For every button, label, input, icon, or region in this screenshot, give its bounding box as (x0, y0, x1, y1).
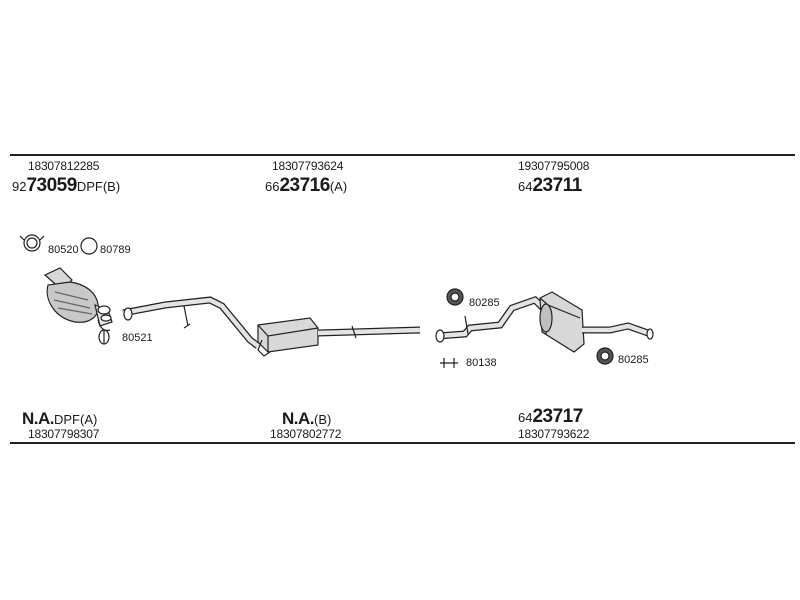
top-divider-line (10, 154, 795, 156)
top-part-1-code: 18307812285 (28, 159, 100, 173)
clamp-80285-label-b: 80285 (618, 354, 649, 366)
intermediate-pipe-icon (317, 325, 421, 339)
clamp-80285-icon-b (596, 347, 614, 365)
gasket-80789-icon (80, 237, 98, 255)
bottom-part-3-number: 6423717 (518, 406, 583, 427)
dpf-catalyst-icon (43, 267, 113, 332)
gasket-80521-icon (98, 329, 110, 345)
rear-pipe-icon (435, 295, 548, 343)
center-muffler-icon (257, 317, 319, 357)
rear-muffler-icon (539, 291, 585, 353)
hanger-80138-label: 80138 (466, 357, 497, 369)
clamp-80520-label: 80520 (48, 244, 79, 256)
top-part-2-number: 6623716(A) (265, 175, 348, 196)
bottom-part-2-number: N.A.(B) (282, 409, 332, 428)
front-pipe-icon (122, 296, 261, 349)
clamp-80520-icon (19, 234, 45, 252)
bottom-part-1-code: 18307798307 (28, 427, 100, 441)
bottom-divider-line (10, 442, 795, 444)
hanger-80138-icon (440, 358, 458, 368)
tail-pipe-icon (582, 322, 654, 340)
bottom-part-2-code: 18307802772 (270, 427, 342, 441)
top-part-3-code: 19307795008 (518, 159, 590, 173)
top-part-2-code: 18307793624 (272, 159, 344, 173)
gasket-80521-label: 80521 (122, 332, 153, 344)
top-part-3-number: 6423711 (518, 175, 582, 196)
bottom-part-3-code: 18307793622 (518, 427, 590, 441)
clamp-80285-label-a: 80285 (469, 297, 500, 309)
top-part-1-number: 9273059DPF(B) (12, 175, 121, 196)
gasket-80789-label: 80789 (100, 244, 131, 256)
clamp-80285-icon-a (446, 288, 464, 306)
bottom-part-1-number: N.A.DPF(A) (22, 409, 98, 428)
